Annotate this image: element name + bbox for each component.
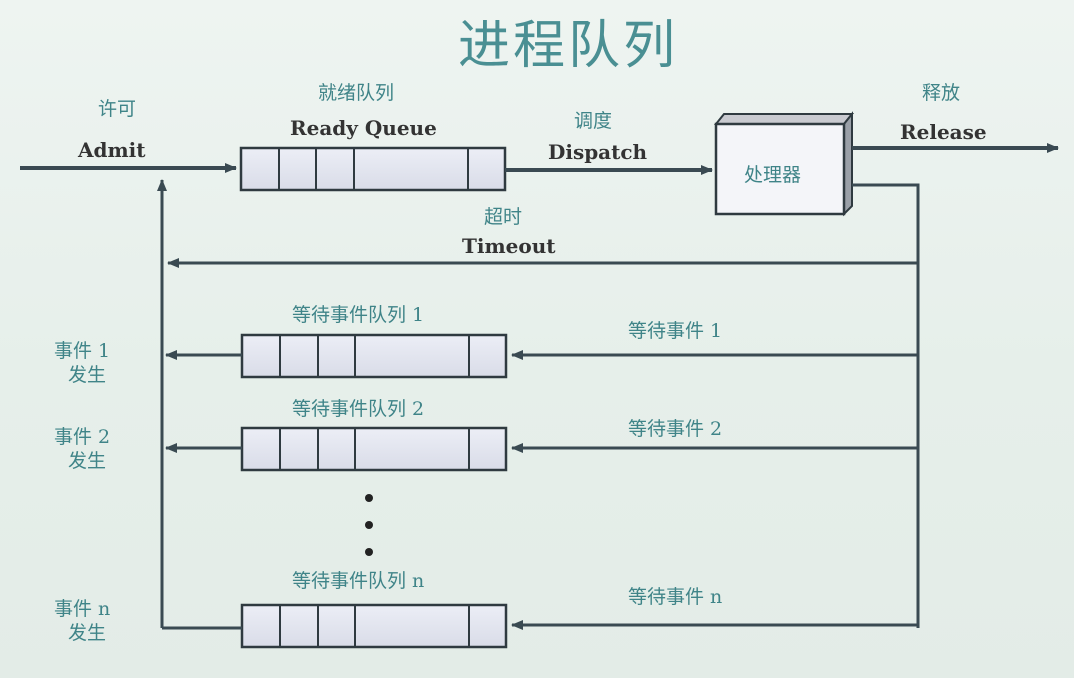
release-label-en: Release xyxy=(900,120,987,144)
wait-queue-2-box xyxy=(240,426,508,472)
admit-label-en: Admit xyxy=(78,138,146,162)
event-n-occur-line1: 事件 n xyxy=(54,598,111,620)
wait-event-n-label: 等待事件 n xyxy=(628,586,723,608)
ellipsis-dot xyxy=(365,521,373,529)
dispatch-label-zh: 调度 xyxy=(574,110,613,132)
ready-queue-box xyxy=(239,146,507,192)
wait-queue-2-label: 等待事件队列 2 xyxy=(292,398,425,420)
event-1-occur-line1: 事件 1 xyxy=(54,340,111,362)
wait-queue-n-box xyxy=(240,603,508,649)
event-n-occur-line2: 发生 xyxy=(68,622,107,644)
event-2-occur-line1: 事件 2 xyxy=(54,426,111,448)
dispatch-label-en: Dispatch xyxy=(548,140,648,164)
wait-queue-1-label: 等待事件队列 1 xyxy=(292,304,425,326)
ellipsis-dot xyxy=(365,548,373,556)
processor-box xyxy=(713,111,855,217)
event-2-occur-line2: 发生 xyxy=(68,450,107,472)
wait-queue-1-box xyxy=(240,333,508,379)
wait-event-2-label: 等待事件 2 xyxy=(628,418,723,440)
wait-event-1-label: 等待事件 1 xyxy=(628,320,723,342)
event-1-occur-line2: 发生 xyxy=(68,364,107,386)
wait-queue-n-label: 等待事件队列 n xyxy=(292,570,425,592)
ellipsis-dot xyxy=(365,494,373,502)
admit-label-zh: 许可 xyxy=(98,98,137,120)
release-label-zh: 释放 xyxy=(922,82,961,104)
timeout-label-en: Timeout xyxy=(462,234,556,258)
processor-return-line xyxy=(852,183,920,628)
processor-label: 处理器 xyxy=(744,164,802,186)
ready-queue-label-en: Ready Queue xyxy=(290,116,437,140)
ready-queue-label-zh: 就绪队列 xyxy=(318,82,395,104)
timeout-label-zh: 超时 xyxy=(484,206,523,228)
diagram-title: 进程队列 xyxy=(458,16,679,76)
